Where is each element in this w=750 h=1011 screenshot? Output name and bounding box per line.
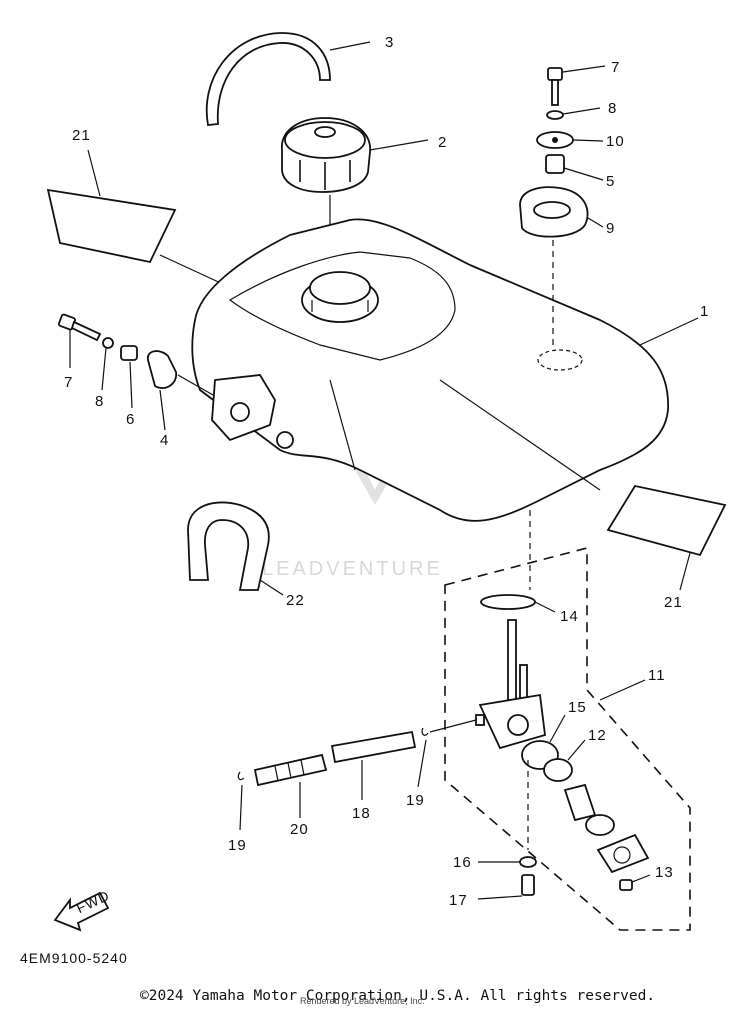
upper-mount-hardware — [519, 65, 606, 345]
callouts: 3 2 21 7 8 10 5 9 1 7 8 6 4 22 21 14 11 … — [64, 34, 709, 909]
callout-12: 12 — [588, 727, 607, 744]
decal-upper-left — [46, 149, 226, 286]
callout-8-left: 8 — [95, 393, 104, 410]
side-mount-hardware — [58, 313, 214, 431]
fuel-cock-assembly-outline — [444, 510, 691, 931]
callout-11: 11 — [648, 667, 666, 684]
fwd-arrow-icon: FWD — [53, 887, 112, 932]
callout-13: 13 — [655, 864, 674, 881]
decal-right — [606, 484, 727, 591]
fuel-cap — [281, 117, 429, 280]
bottom-screws — [477, 760, 537, 900]
callout-20: 20 — [290, 821, 309, 838]
protector-22 — [187, 501, 284, 596]
fuel-tank — [191, 218, 699, 522]
callout-9: 9 — [606, 220, 615, 237]
callout-19-right: 19 — [406, 792, 425, 809]
fuel-hose-parts — [237, 727, 429, 831]
callout-21-upper: 21 — [72, 127, 91, 144]
gasket-14 — [480, 594, 556, 613]
copyright-notice: ©2024 Yamaha Motor Corporation, U.S.A. A… — [140, 988, 656, 1004]
callout-21-right: 21 — [664, 594, 683, 611]
diagram-code: 4EM9100-5240 — [20, 950, 128, 966]
callout-5: 5 — [606, 173, 615, 190]
fuel-cock — [429, 619, 546, 750]
callout-10: 10 — [606, 133, 625, 150]
filter-parts — [521, 714, 651, 891]
callout-16: 16 — [453, 854, 472, 871]
callout-6: 6 — [126, 411, 135, 428]
callout-18: 18 — [352, 805, 371, 822]
callout-7-left: 7 — [64, 374, 73, 391]
rendered-by-notice: Rendered by LeadVenture, Inc. — [300, 996, 425, 1006]
callout-8-upper: 8 — [608, 100, 617, 117]
callout-15: 15 — [568, 699, 587, 716]
vent-hose — [205, 32, 371, 126]
callout-1: 1 — [700, 303, 709, 320]
callout-3: 3 — [385, 34, 394, 51]
callout-14: 14 — [560, 608, 579, 625]
watermark-text: LEADVENTURE — [262, 558, 443, 580]
callout-2: 2 — [438, 134, 447, 151]
callout-19-left: 19 — [228, 837, 247, 854]
callout-7-upper: 7 — [611, 59, 620, 76]
callout-4: 4 — [160, 432, 169, 449]
callout-22: 22 — [286, 592, 305, 609]
callout-17: 17 — [449, 892, 468, 909]
